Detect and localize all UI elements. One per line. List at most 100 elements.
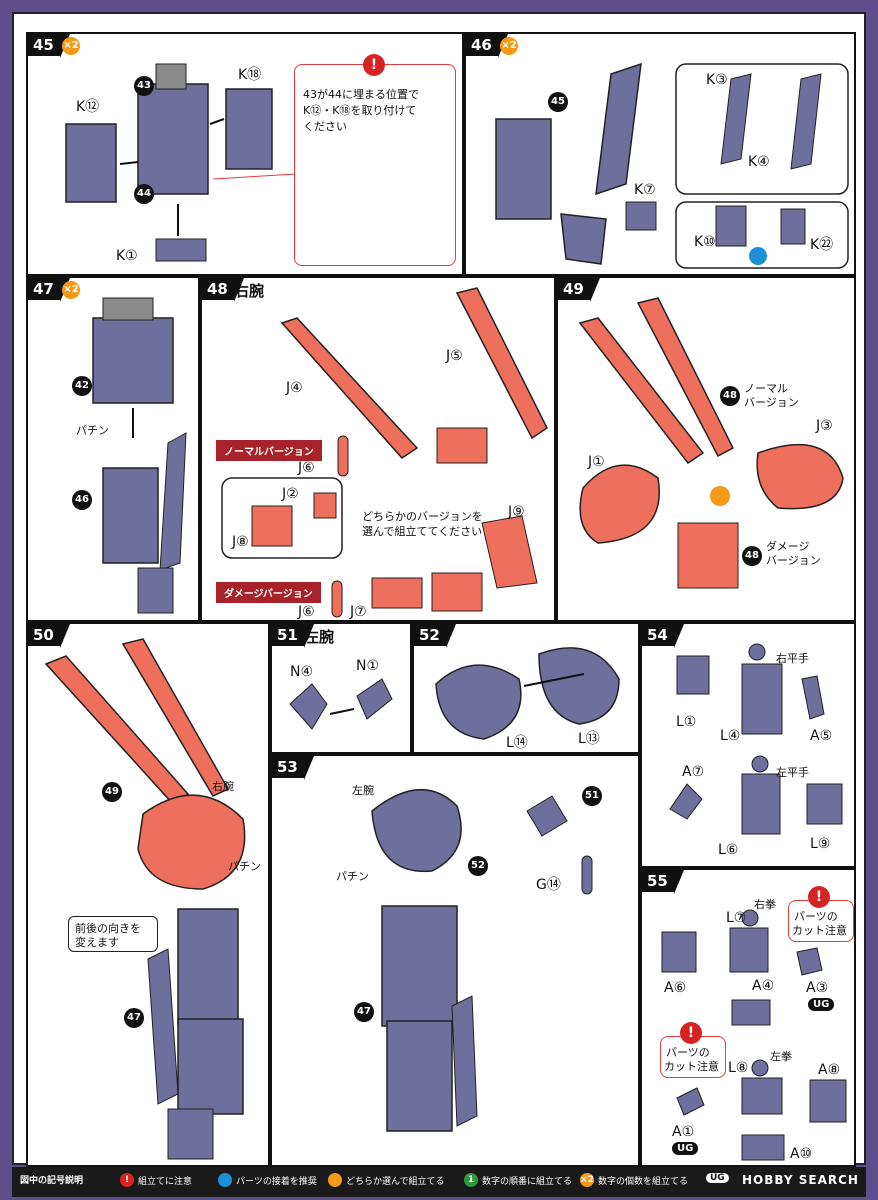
glue-drop-icon [218,1173,232,1187]
part-label: L⑭ [506,735,528,751]
orientation-note-box: 前後の向きを 変えます [68,916,158,952]
step-51-illustration [289,678,393,730]
legend-text: 数字の順番に組立てる [482,1176,573,1187]
step-ref-bullet: 42 [72,376,92,396]
part-label: A④ [752,978,775,994]
legend-item-order: 1 数字の順番に組立てる [464,1173,572,1187]
warning-icon: ! [120,1173,134,1187]
caution-callout [294,64,456,266]
version-label: バージョン [766,554,821,567]
hand-label: 右平手 [776,652,809,665]
legend-item-choose: どちらか選んで組立てる [328,1173,445,1187]
part-label: J② [282,486,299,502]
part-label: A⑩ [790,1146,813,1162]
part-label: J⑦ [350,604,367,620]
legend-title: 図中の記号説明 [20,1173,83,1186]
part-label: A③ [806,980,829,996]
part-label: J④ [286,380,303,396]
step-ref-bullet: 51 [582,786,602,806]
part-label: K⑦ [634,182,656,198]
normal-version-banner: ノーマルバージョン [216,440,322,461]
callout-line: ください [303,120,347,133]
step-50-illustration [44,638,246,1160]
step-47-panel: 47 ×2 42 46 パチン [26,276,200,622]
step-title: 左腕 [304,628,335,646]
caution-line: カット注意 [664,1060,719,1073]
multiplier-icon: ×2 [580,1173,594,1187]
part-label: L⑧ [728,1060,749,1076]
caution-line: パーツの [666,1046,710,1059]
snap-sound-effect: パチン [228,860,261,873]
legend-text: 数字の個数を組立てる [598,1176,689,1187]
part-label: A⑤ [810,728,833,744]
text: に埋まる位置で [342,88,419,101]
legend-item-caution: ! 組立てに注意 [120,1173,192,1187]
note-line: 前後の向きを [75,922,141,935]
watermark: HOBBY SEARCH [742,1173,859,1187]
part-label: K④ [748,154,770,170]
warning-icon: ! [808,886,830,908]
step-54-panel: 54 右平手 左平手 L① L④ A⑤ A⑦ L⑥ L⑨ [640,622,856,868]
symbol-legend-bar: 図中の記号説明 ! 組立てに注意 パーツの接着を推奨 どちらか選んで組立てる 1… [12,1167,866,1197]
step-number: 49 [558,278,600,302]
multiplier-badge: ×2 [62,281,80,299]
callout-line: K⑫・K⑱を取り付けて [303,104,417,117]
snap-sound-effect: パチン [336,870,369,883]
bullet-ref: 44 [328,88,342,101]
step-49-illustration [578,297,844,589]
order-number-icon: 1 [464,1173,478,1187]
damage-version-banner: ダメージバージョン [216,582,321,603]
snap-sound-effect: パチン [76,424,109,437]
step-50-panel: 50 49 右腕 パチン 前後の向きを 変えます 47 [26,622,270,1167]
legend-text: パーツの接着を推奨 [236,1176,317,1187]
fist-label: 右拳 [754,898,776,911]
legend-item-ug: UG [706,1173,729,1183]
fist-label: 左拳 [770,1050,792,1063]
part-label: L⑨ [810,836,831,852]
step-49-panel: 49 J① J③ 48 ノーマル バージョン 48 ダメージ バージョン [556,276,856,622]
part-label: K⑫ [76,99,100,115]
choose-option-icon [328,1173,342,1187]
step-55-illustration [661,909,847,1161]
part-label: L④ [720,728,741,744]
part-label: A⑦ [682,764,705,780]
step-number: 52 [414,624,456,648]
part-label: J③ [816,418,833,434]
step-48-panel: 48 右腕 J④ J⑤ J⑥ J② J⑧ J⑨ J⑥ J⑦ ノーマルバージョン … [200,276,556,622]
step-45-panel: 45 ×2 K⑫ K⑱ K① 43 44 ! 43が44に埋まる位置で K⑫・K… [26,32,464,276]
part-label: J⑥ [298,460,315,476]
part-label: J⑧ [232,534,249,550]
version-note-line: 選んで組立ててください [362,525,483,538]
part-label: L⑦ [726,910,747,926]
part-label: J⑨ [508,504,525,520]
caution-line: パーツの [794,910,838,923]
step-ref-bullet: 52 [468,856,488,876]
part-label: K㉒ [810,237,834,253]
step-ref-bullet: 48 [742,546,762,566]
left-arm-label: 左腕 [352,784,374,797]
caution-line: カット注意 [792,924,847,937]
step-53-illustration [371,788,593,1132]
ug-badge: UG [706,1173,729,1183]
ug-badge: UG [808,998,835,1011]
hand-label: 左平手 [776,766,809,779]
step-ref-bullet: 47 [354,1002,374,1022]
instruction-sheet: 45 ×2 K⑫ K⑱ K① 43 44 ! 43が44に埋まる位置で K⑫・K… [12,12,866,1167]
part-label: J① [588,454,605,470]
part-label: K⑩ [694,234,716,250]
legend-item-glue: パーツの接着を推奨 [218,1173,317,1187]
legend-text: 組立てに注意 [138,1176,193,1187]
version-label: ダメージ [766,540,810,553]
step-48-illustration [221,287,548,618]
step-53-panel: 53 左腕 51 52 47 G⑭ パチン [270,754,640,1167]
step-52-illustration [435,647,620,740]
part-label: L⑥ [718,842,739,858]
step-ref-bullet: 43 [134,76,154,96]
part-label: K① [116,248,138,264]
part-label: A① [672,1124,695,1140]
callout-line: 43が44に埋まる位置で [303,86,419,102]
warning-icon: ! [363,54,385,76]
part-label: K⑱ [238,67,262,83]
legend-text: どちらか選んで組立てる [346,1176,445,1187]
step-46-illustration [495,62,849,269]
